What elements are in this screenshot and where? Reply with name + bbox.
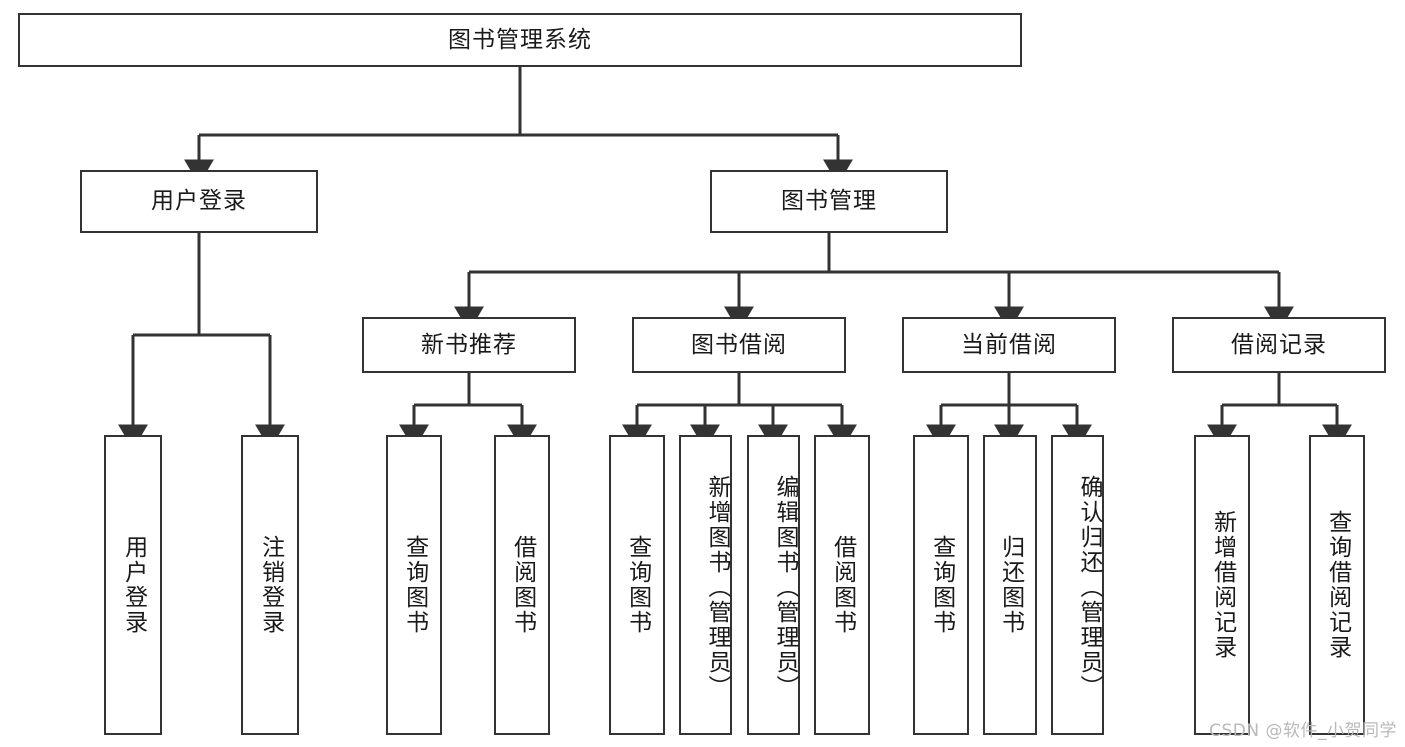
node-leaf-borrow-book-1[interactable]: 借阅图书 [494, 435, 550, 735]
node-leaf-query-borrow-record[interactable]: 查询借阅记录 [1309, 435, 1365, 735]
node-leaf-confirm-return-admin[interactable]: 确认归还（管理员） [1051, 435, 1104, 735]
node-label: 当前借阅 [961, 331, 1057, 358]
node-label: 图书借阅 [691, 331, 787, 358]
node-book-borrow[interactable]: 图书借阅 [632, 317, 846, 373]
node-label: 借阅图书 [509, 535, 536, 635]
node-leaf-borrow-book-2[interactable]: 借阅图书 [814, 435, 870, 735]
node-leaf-edit-book-admin[interactable]: 编辑图书（管理员） [747, 435, 800, 735]
node-label: 新增图书（管理员） [704, 474, 730, 700]
node-label: 用户登录 [120, 535, 147, 635]
node-leaf-add-book-admin[interactable]: 新增图书（管理员） [679, 435, 732, 735]
node-leaf-return-book[interactable]: 归还图书 [983, 435, 1037, 735]
node-leaf-query-book-1[interactable]: 查询图书 [386, 435, 442, 735]
node-label: 新增借阅记录 [1209, 510, 1236, 660]
node-leaf-logout[interactable]: 注销登录 [241, 435, 299, 735]
node-leaf-query-book-3[interactable]: 查询图书 [913, 435, 969, 735]
node-current-borrow[interactable]: 当前借阅 [902, 317, 1116, 373]
node-new-book-recommend[interactable]: 新书推荐 [362, 317, 576, 373]
node-user-login[interactable]: 用户登录 [80, 170, 318, 233]
node-leaf-query-book-2[interactable]: 查询图书 [609, 435, 665, 735]
node-label: 查询图书 [401, 535, 428, 635]
node-label: 图书管理系统 [448, 26, 592, 53]
node-label: 借阅记录 [1231, 331, 1327, 358]
node-label: 归还图书 [997, 535, 1024, 635]
node-leaf-user-login[interactable]: 用户登录 [104, 435, 162, 735]
node-leaf-add-borrow-record[interactable]: 新增借阅记录 [1194, 435, 1250, 735]
node-label: 编辑图书（管理员） [772, 474, 798, 700]
csdn-watermark: CSDN @软件_小贺同学 [1209, 721, 1397, 741]
node-label: 确认归还（管理员） [1076, 474, 1102, 700]
node-label: 注销登录 [257, 535, 284, 635]
node-label: 查询图书 [928, 535, 955, 635]
node-root-book-management-system[interactable]: 图书管理系统 [18, 13, 1022, 67]
node-label: 图书管理 [781, 188, 877, 215]
node-book-management[interactable]: 图书管理 [710, 170, 948, 233]
node-borrow-record[interactable]: 借阅记录 [1172, 317, 1386, 373]
node-label: 查询借阅记录 [1324, 510, 1351, 660]
node-label: 借阅图书 [829, 535, 856, 635]
node-label: 用户登录 [151, 188, 247, 215]
node-label: 查询图书 [624, 535, 651, 635]
node-label: 新书推荐 [421, 331, 517, 358]
